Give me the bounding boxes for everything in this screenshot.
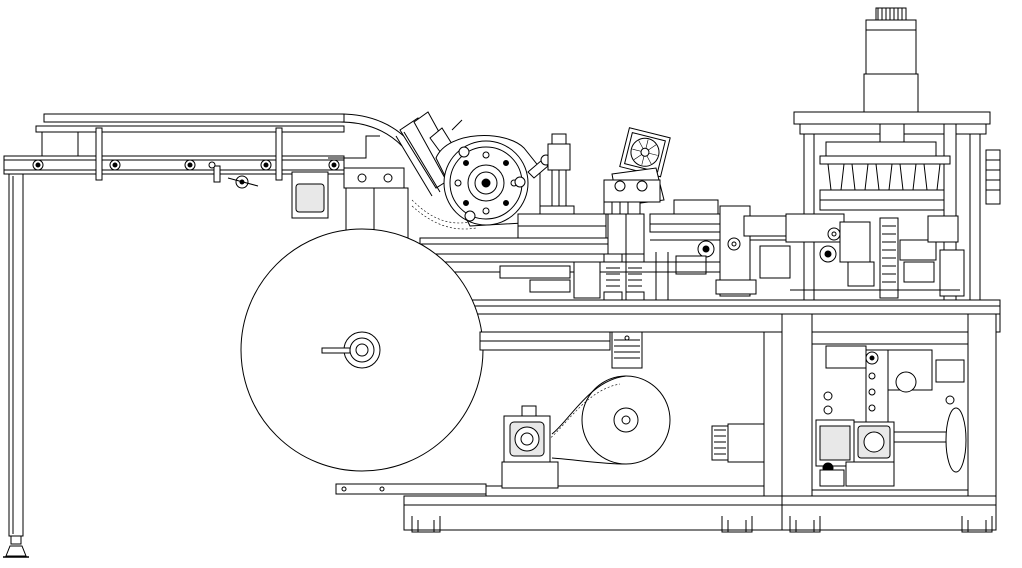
feed-guide-chute	[344, 112, 476, 240]
support-leg	[3, 174, 29, 557]
forming-station	[420, 200, 794, 300]
main-frame	[420, 300, 1000, 496]
servo-motor	[712, 424, 764, 462]
gear-motor	[502, 406, 558, 488]
cylinder-unit	[420, 134, 610, 254]
cam-lever-drive	[816, 346, 966, 486]
forming-station	[786, 112, 1000, 300]
cooling-fan-unit	[604, 128, 670, 214]
drive-pulley	[548, 376, 670, 464]
indexing-turret	[436, 136, 551, 226]
input-conveyor	[4, 114, 408, 218]
roll-shaft	[322, 332, 610, 368]
spring-columns	[604, 214, 644, 368]
base-frame	[336, 484, 996, 532]
top-motor	[864, 8, 918, 124]
